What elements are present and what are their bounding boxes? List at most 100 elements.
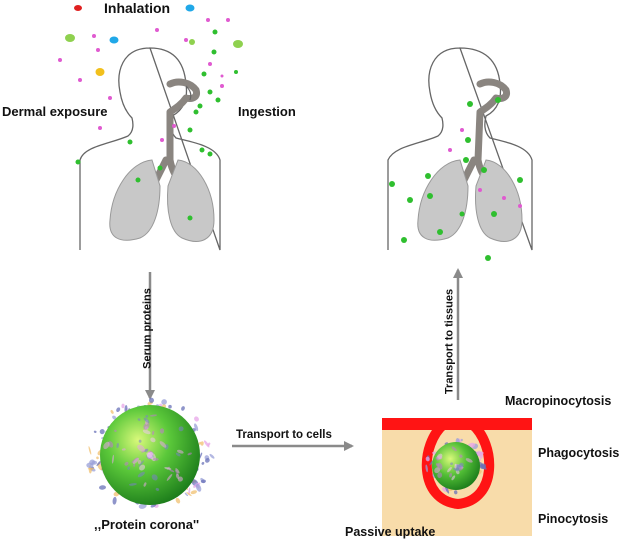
particle-right-11: [437, 229, 443, 235]
corona-protein-front-34: [187, 452, 192, 456]
particle-left-20: [135, 177, 141, 183]
label-inhalation: Inhalation: [104, 0, 171, 16]
corona-protein-130: [110, 409, 114, 414]
cell-protein-front-20: [451, 446, 457, 452]
particle-left-11: [215, 97, 221, 103]
particle-left-16: [75, 159, 81, 165]
corona-protein-front-39: [137, 444, 145, 452]
corona-protein-front-59: [132, 457, 140, 464]
cell-protein-front-8: [437, 455, 443, 460]
corona-protein-57: [93, 430, 97, 433]
cell-protein-45: [425, 456, 430, 462]
cell-protein-front-16: [454, 463, 457, 469]
particle-left-15: [127, 139, 133, 145]
corona-protein-front-26: [128, 483, 137, 486]
cell-protein-front-4: [434, 467, 441, 474]
corona-protein-128: [88, 446, 92, 455]
particle-right-4: [481, 167, 487, 173]
right-lung-right: [475, 159, 523, 242]
right-lung-left: [417, 159, 469, 241]
corona-protein-29: [161, 399, 167, 405]
cell-protein-front-15: [450, 462, 454, 466]
corona-protein-131: [201, 461, 205, 465]
corona-protein-front-6: [137, 460, 142, 465]
particle-left-17: [199, 147, 205, 153]
corona-proteins-front: [103, 414, 192, 491]
cell-protein-front-19: [447, 466, 452, 473]
corona-protein-54: [199, 452, 203, 458]
corona-protein-front-54: [146, 452, 154, 458]
particle-left-8: [211, 49, 217, 55]
cell-protein-38: [476, 451, 484, 457]
cell-protein-front-9: [435, 456, 439, 461]
label-serum-proteins: Serum proteins: [141, 288, 154, 369]
particle-left-34: [184, 38, 188, 42]
cell-protein-front-18: [459, 462, 464, 468]
corona-protein-0: [96, 456, 99, 460]
corona-protein-138: [87, 467, 95, 470]
particle-left-22: [234, 70, 238, 74]
particle-left-3: [109, 36, 119, 44]
particle-left-4: [95, 68, 105, 76]
particle-left-9: [201, 71, 207, 77]
corona-protein-front-23: [175, 468, 180, 474]
internalized-proteins-front: [434, 446, 473, 481]
cell-protein-front-6: [465, 458, 473, 463]
particle-left-28: [108, 96, 112, 100]
particle-left-19: [157, 165, 163, 171]
corona-protein-135: [184, 492, 189, 497]
particle-right-18: [518, 204, 522, 208]
label-transport-to-cells: Transport to cells: [236, 429, 332, 441]
corona-protein-96: [99, 485, 106, 490]
corona-protein-front-35: [121, 448, 126, 451]
corona-protein-34: [198, 441, 202, 445]
cell-protein-front-0: [437, 472, 443, 478]
corona-protein-front-53: [137, 418, 141, 421]
particle-left-32: [208, 62, 212, 66]
corona-protein-101: [186, 492, 192, 497]
particle-left-13: [193, 109, 199, 115]
corona-protein-front-52: [139, 464, 146, 471]
particle-right-7: [427, 193, 433, 199]
label-dermal-exposure: Dermal exposure: [2, 104, 108, 119]
corona-protein-69: [205, 458, 210, 463]
particle-left-36: [160, 138, 164, 142]
corona-protein-front-3: [114, 429, 117, 432]
cell-protein-front-14: [449, 473, 453, 478]
particle-right-5: [425, 173, 431, 179]
right-body-outline: [387, 47, 533, 251]
particle-left-14: [187, 127, 193, 133]
left-lung-right: [167, 159, 215, 242]
particle-right-10: [491, 211, 497, 217]
corona-protein-front-55: [149, 414, 158, 417]
corona-protein-front-33: [150, 437, 156, 443]
particle-right-13: [485, 255, 491, 261]
cell-protein-1: [425, 464, 428, 473]
particle-left-10: [207, 89, 213, 95]
protein-corona-particle: [86, 397, 215, 509]
corona-protein-72: [175, 497, 181, 504]
corona-protein-front-16: [138, 439, 142, 443]
corona-protein-front-29: [111, 454, 115, 464]
particle-right-19: [448, 148, 452, 152]
corona-protein-94: [112, 415, 117, 420]
corona-protein-110: [121, 403, 125, 409]
particle-left-0: [74, 5, 82, 11]
corona-protein-front-31: [176, 449, 184, 454]
cell-protein-22: [429, 460, 434, 466]
corona-protein-front-57: [177, 476, 183, 482]
particle-left-21: [187, 215, 193, 221]
label-protein-corona: ,,Protein corona'': [94, 517, 200, 532]
corona-protein-92: [181, 406, 185, 411]
corona-protein-front-32: [116, 443, 119, 448]
corona-protein-front-49: [159, 428, 165, 434]
corona-protein-front-58: [164, 467, 172, 470]
corona-protein-49: [148, 397, 155, 403]
particle-right-6: [389, 181, 395, 187]
corona-protein-front-18: [143, 422, 150, 430]
right-particles: [389, 97, 523, 261]
corona-protein-front-46: [155, 487, 160, 491]
corona-protein-42: [194, 416, 199, 422]
particle-right-17: [502, 196, 506, 200]
